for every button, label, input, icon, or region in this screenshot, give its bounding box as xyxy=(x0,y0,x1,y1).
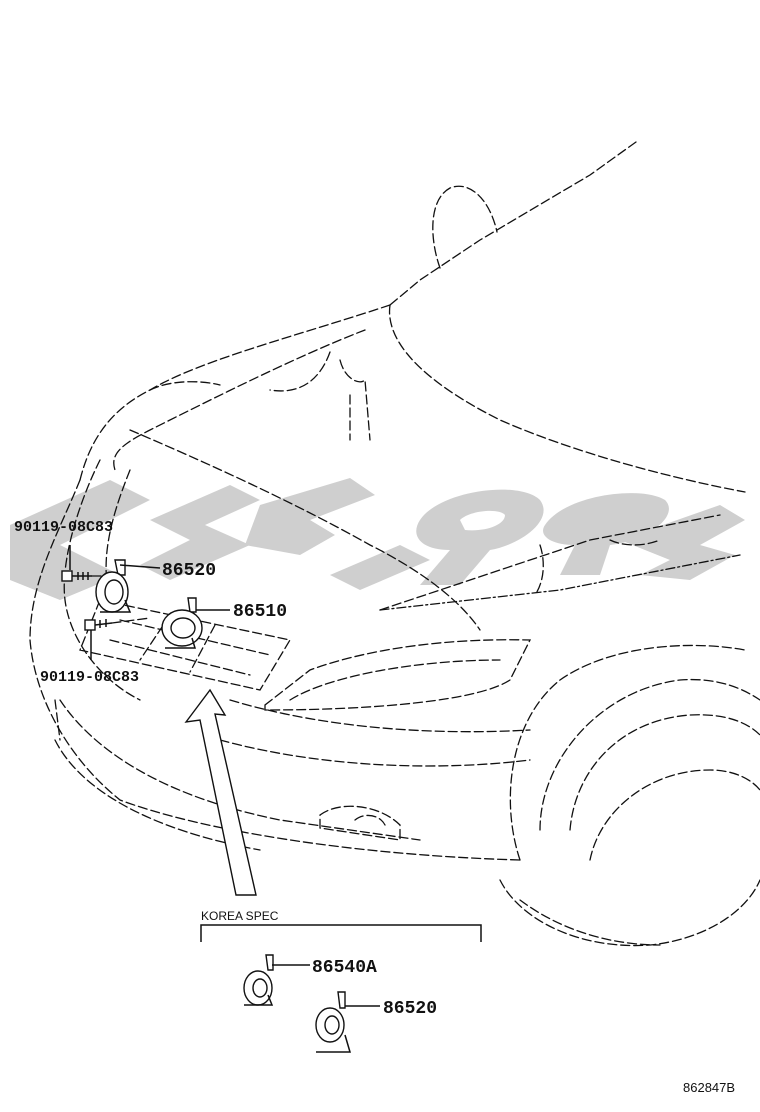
watermark-logo xyxy=(10,478,745,600)
horn-assembly xyxy=(61,545,257,896)
diagram-id: 862847B xyxy=(683,1080,735,1095)
horn-86520-icon xyxy=(95,559,132,613)
part-number-horn-86520-korea: 86520 xyxy=(383,999,437,1019)
part-number-bolt-upper: 90119-08C83 xyxy=(14,519,113,536)
bolt-upper-icon xyxy=(61,570,92,582)
vehicle-outline xyxy=(29,141,760,947)
part-number-horn-low: 86510 xyxy=(233,602,287,622)
part-number-bolt-lower: 90119-08C83 xyxy=(40,669,139,686)
callout-arrow xyxy=(184,688,257,896)
part-number-horn-high: 86520 xyxy=(162,561,216,581)
horn-86510-icon xyxy=(161,597,203,649)
horn-86540a-icon xyxy=(243,954,274,1006)
korea-spec-section: KOREA SPEC 86540A 86520 xyxy=(200,909,482,1053)
part-number-horn-86540a: 86540A xyxy=(312,958,377,978)
bolt-lower-icon xyxy=(84,619,113,631)
korea-spec-title: KOREA SPEC xyxy=(201,909,279,923)
horn-86520-korea-icon xyxy=(315,991,352,1053)
